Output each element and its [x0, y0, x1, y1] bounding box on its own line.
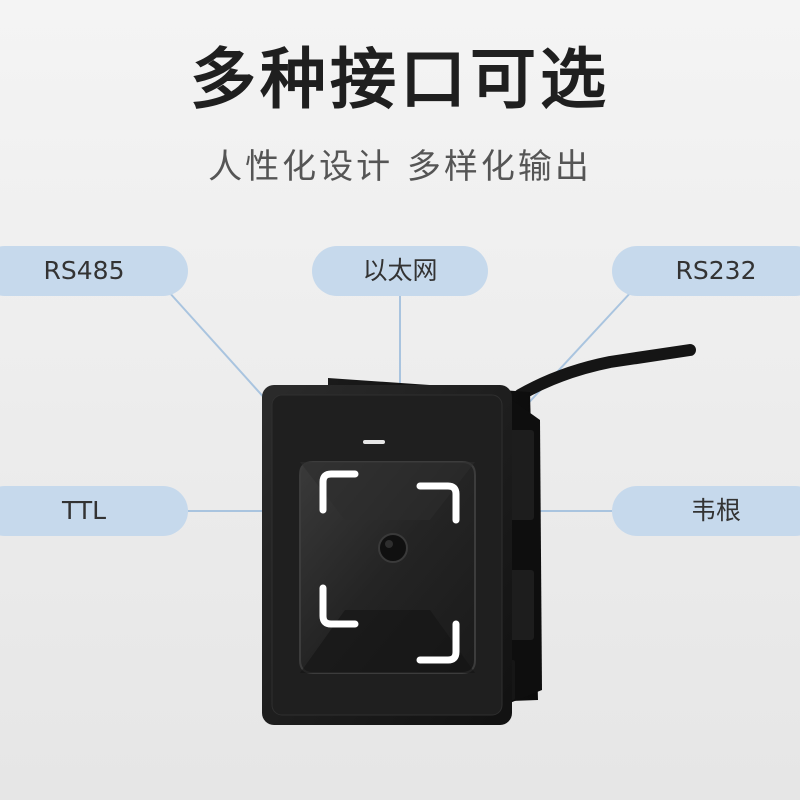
interface-label-wiegand: 韦根: [612, 486, 800, 536]
page-title: 多种接口可选: [190, 41, 610, 118]
camera-lens: [378, 533, 408, 563]
bracket-bottom-right: [416, 620, 460, 664]
connector-line-rs485: [167, 290, 269, 403]
interface-label-ttl: TTL: [0, 486, 188, 536]
bracket-top-left: [319, 470, 359, 514]
bracket-top-right: [416, 482, 460, 524]
page-subtitle: 人性化设计 多样化输出: [208, 147, 592, 187]
bracket-bottom-left: [319, 584, 359, 628]
interface-label-ethernet: 以太网: [312, 246, 488, 296]
status-indicator: [363, 440, 385, 444]
device-cable: [514, 344, 696, 401]
interface-label-rs232: RS232: [612, 246, 800, 296]
interface-label-rs485: RS485: [0, 246, 188, 296]
scan-frame-brackets: [319, 470, 460, 664]
connector-line-rs232: [521, 290, 633, 411]
